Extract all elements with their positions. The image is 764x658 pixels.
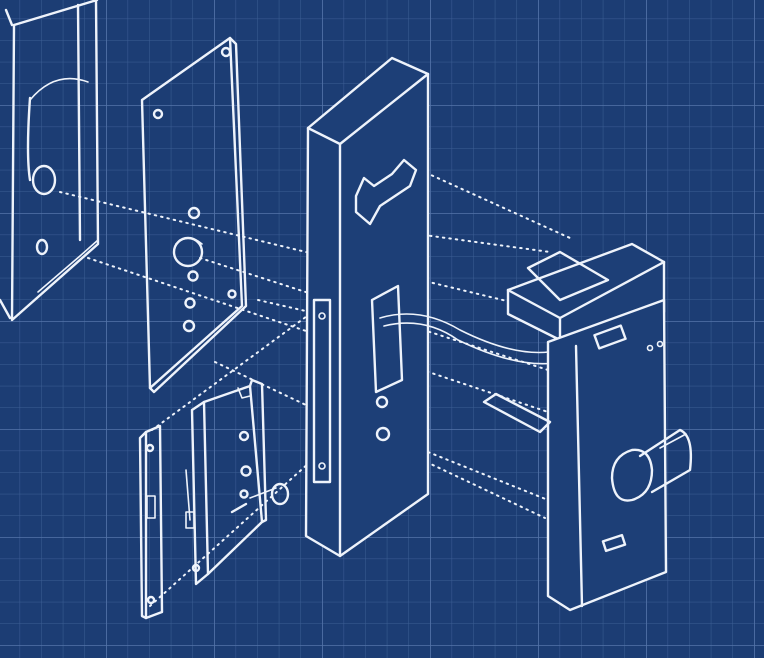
back-plate bbox=[140, 36, 248, 394]
electronic-lock-housing bbox=[482, 242, 693, 612]
keyhole-circle bbox=[31, 164, 57, 196]
outer-escutcheon-plate bbox=[0, 0, 100, 322]
mortise-lock-body bbox=[138, 378, 290, 620]
door-slab bbox=[304, 56, 561, 558]
